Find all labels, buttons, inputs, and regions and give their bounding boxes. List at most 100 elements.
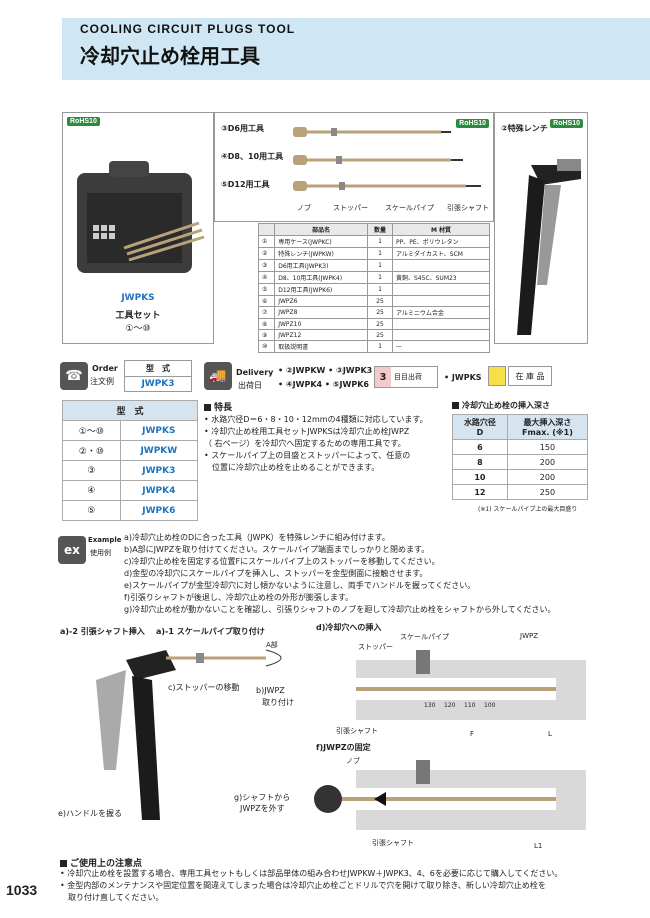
stock-label: 在 庫 品 bbox=[508, 366, 552, 386]
kit-model: JWPKS bbox=[121, 293, 155, 303]
note-line: • 金型内部のメンテナンスや固定位置を間違えてしまった場合は冷却穴止め栓ごとドリ… bbox=[60, 881, 546, 890]
example-label-en: Example bbox=[88, 536, 122, 544]
parts-material bbox=[391, 259, 491, 272]
parts-no: ⑦ bbox=[257, 306, 276, 319]
diag-b: b)JWPZ bbox=[256, 686, 285, 695]
kit-name: 工具セット bbox=[115, 311, 161, 321]
parts-material bbox=[391, 329, 491, 341]
parts-name: 取扱説明書 bbox=[274, 340, 369, 353]
insertion-d: 6 bbox=[452, 439, 508, 455]
insertion-h1: 水路穴径 bbox=[463, 418, 496, 427]
feature-line: • 水路穴径D＝6・8・10・12mmの4種類に対応しています。 bbox=[204, 415, 428, 424]
model-parts: ④ bbox=[62, 480, 121, 501]
kit-panel: RoHS10 JWPKS 工具セット ①～⑩ bbox=[62, 112, 214, 344]
truck-icon: 🚚 bbox=[204, 362, 232, 390]
insertion-fmax: 150 bbox=[506, 439, 589, 455]
parts-no: ⑧ bbox=[257, 318, 276, 330]
insertion-h2: 最大挿入深さ bbox=[523, 418, 572, 427]
diag-e: e)ハンドルを握る bbox=[58, 809, 123, 818]
example-icon: ex bbox=[58, 536, 86, 564]
tool-rods-image bbox=[293, 127, 481, 191]
example-step: d)金型の冷却穴にスケールパイプを挿入し、ストッパーを金型側面に接触させます。 bbox=[124, 569, 428, 578]
parts-name: D8、10用工具(JWPK4) bbox=[274, 271, 369, 284]
insertion-note: (※1) スケールパイプ上の最大目盛り bbox=[478, 506, 578, 513]
insertion-fmax: 200 bbox=[506, 469, 589, 485]
insertion-title: 冷却穴止め栓の挿入深さ bbox=[452, 400, 550, 411]
parts-col-material: M 材質 bbox=[391, 223, 491, 236]
feature-line: • 冷却穴止め栓用工具セットJWPKSは冷却穴止め栓JWPZ bbox=[204, 427, 410, 436]
example-step: a)冷却穴止め栓のDに合った工具（JWPK）を特殊レンチに組み付けます。 bbox=[124, 533, 390, 542]
parts-name: JWPZ6 bbox=[274, 295, 369, 307]
kit-range: ①～⑩ bbox=[125, 324, 151, 334]
stock-item: • JWPKS bbox=[444, 373, 482, 382]
order-box: 型 式 JWPK3 bbox=[124, 360, 192, 392]
feature-line: 位置に冷却穴止め栓を止めることができます。 bbox=[204, 463, 380, 472]
diag-jwpz: JWPZ bbox=[520, 632, 539, 640]
usage-diagram bbox=[96, 649, 586, 830]
parts-material: アルミニウム合金 bbox=[391, 306, 491, 319]
insertion-d: 8 bbox=[452, 454, 508, 470]
model-code: JWPK4 bbox=[119, 480, 199, 501]
insertion-fmax: 250 bbox=[506, 484, 589, 500]
parts-name: JWPZ12 bbox=[274, 329, 369, 341]
model-code: JWPKS bbox=[119, 420, 199, 441]
page-number: 1033 bbox=[6, 882, 38, 898]
note-line: • 冷却穴止め栓を設置する場合、専用工具セットもしくは部品単体の組み合わせJWP… bbox=[60, 869, 563, 878]
diag-b2: 取り付け bbox=[262, 698, 294, 707]
tool-d810-label: ④D8、10用工具 bbox=[221, 152, 284, 161]
tool-label-stopper: ストッパー bbox=[333, 204, 368, 212]
stock-icon bbox=[488, 366, 506, 386]
title-jp: 冷却穴止め栓用工具 bbox=[80, 44, 260, 68]
model-code: JWPK6 bbox=[119, 500, 199, 521]
delivery-items-2: • ④JWPK4 • ⑤JWPK6 bbox=[278, 380, 369, 389]
wrench-label: ②特殊レンチ bbox=[501, 124, 548, 133]
parts-qty: 25 bbox=[367, 295, 393, 307]
rohs-badge: RoHS10 bbox=[67, 117, 100, 126]
parts-no: ⑤ bbox=[257, 283, 276, 296]
features-title: 特長 bbox=[204, 400, 232, 413]
features-text: • 水路穴径D＝6・8・10・12mmの4種類に対応しています。 • 冷却穴止め栓… bbox=[204, 414, 444, 474]
phone-icon: ☎ bbox=[60, 362, 88, 390]
tools-panel: RoHS10 ③D6用工具 ④D8、10用工具 ⑤D12用工具 ノブ ストッパー… bbox=[214, 112, 494, 222]
example-step: c)冷却穴止め栓を固定する位置Fにスケールパイプ上のストッパーを移動してください… bbox=[124, 557, 440, 566]
example-label-jp: 使用例 bbox=[90, 549, 111, 557]
diag-scale-1: 130 bbox=[424, 702, 436, 709]
parts-name: 特殊レンチ(JWPKW) bbox=[274, 247, 369, 260]
title-en: COOLING CIRCUIT PLUGS TOOL bbox=[80, 22, 296, 36]
parts-qty: 1 bbox=[367, 283, 393, 296]
parts-qty: 1 bbox=[367, 271, 393, 284]
example-step: f)引張りシャフトが後退し、冷却穴止め栓の外形が膨張します。 bbox=[124, 593, 354, 602]
parts-col-name: 部品名 bbox=[274, 223, 369, 236]
diag-scale-3: 110 bbox=[464, 702, 476, 709]
delivery-label-jp: 出荷日 bbox=[238, 381, 262, 390]
model-code: JWPKW bbox=[119, 440, 199, 461]
delivery-days-label: 目目出荷 bbox=[394, 373, 422, 381]
insertion-d: 10 bbox=[452, 469, 508, 485]
parts-qty: 1 bbox=[367, 235, 393, 248]
delivery-label-en: Delivery bbox=[236, 368, 274, 377]
diag-abc: A部 bbox=[266, 641, 278, 649]
tool-label-shaft: 引張シャフト bbox=[447, 204, 489, 212]
parts-no: ② bbox=[257, 247, 276, 260]
wrench-image bbox=[517, 159, 581, 335]
diag-a1: a)-1 スケールパイプ取り付け bbox=[156, 627, 265, 636]
wrench-panel: ②特殊レンチ RoHS10 bbox=[494, 112, 588, 344]
tool-label-scale-pipe: スケールパイプ bbox=[385, 204, 434, 212]
notes-title-text: ご使用上の注意点 bbox=[70, 859, 143, 869]
parts-material: — bbox=[391, 340, 491, 353]
parts-material bbox=[391, 295, 491, 307]
parts-qty: 25 bbox=[367, 329, 393, 341]
parts-material bbox=[391, 318, 491, 330]
parts-col-qty: 数量 bbox=[367, 223, 393, 236]
